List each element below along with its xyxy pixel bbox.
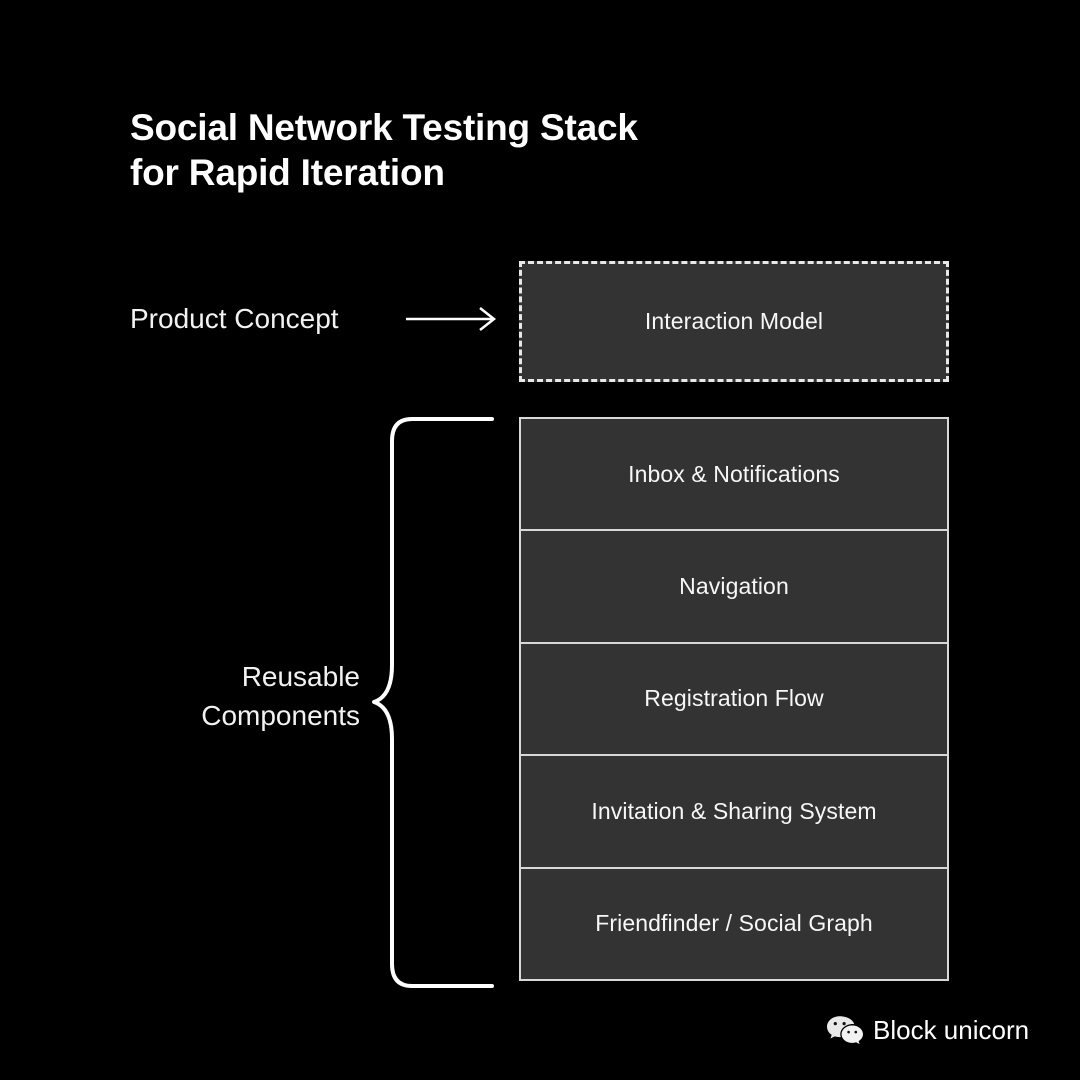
- stack-item-invitation-sharing-system[interactable]: Invitation & Sharing System: [519, 754, 949, 869]
- stack-item-navigation[interactable]: Navigation: [519, 529, 949, 644]
- node-interaction-model[interactable]: Interaction Model: [519, 261, 949, 382]
- reusable-label-line-1: Reusable: [241, 661, 360, 692]
- stack-item-label: Invitation & Sharing System: [591, 797, 877, 824]
- curly-brace-icon: [372, 417, 494, 988]
- wechat-icon: [827, 1016, 863, 1045]
- product-concept-label: Product Concept: [130, 303, 339, 334]
- stack-item-inbox-notifications[interactable]: Inbox & Notifications: [519, 417, 949, 532]
- stack-item-label: Inbox & Notifications: [628, 460, 840, 487]
- reusable-label-line-2: Components: [201, 700, 360, 731]
- stack-item-label: Registration Flow: [644, 685, 824, 712]
- stack-item-friendfinder-social-graph[interactable]: Friendfinder / Social Graph: [519, 866, 949, 981]
- arrow-right-icon: [406, 307, 497, 331]
- watermark-label: Block unicorn: [873, 1014, 1030, 1045]
- reusable-components-label: Reusable Components: [60, 657, 360, 735]
- title-line-2: for Rapid Iteration: [130, 152, 445, 193]
- stack-item-registration-flow[interactable]: Registration Flow: [519, 641, 949, 757]
- component-stack: Inbox & Notifications Navigation Registr…: [519, 417, 949, 989]
- node-interaction-model-label: Interaction Model: [644, 308, 824, 334]
- title-line-1: Social Network Testing Stack: [130, 107, 638, 148]
- stack-item-label: Friendfinder / Social Graph: [595, 910, 873, 937]
- page-title: Social Network Testing Stack for Rapid I…: [130, 105, 830, 195]
- stack-item-label: Navigation: [679, 573, 789, 600]
- watermark: Block unicorn: [826, 1014, 1029, 1046]
